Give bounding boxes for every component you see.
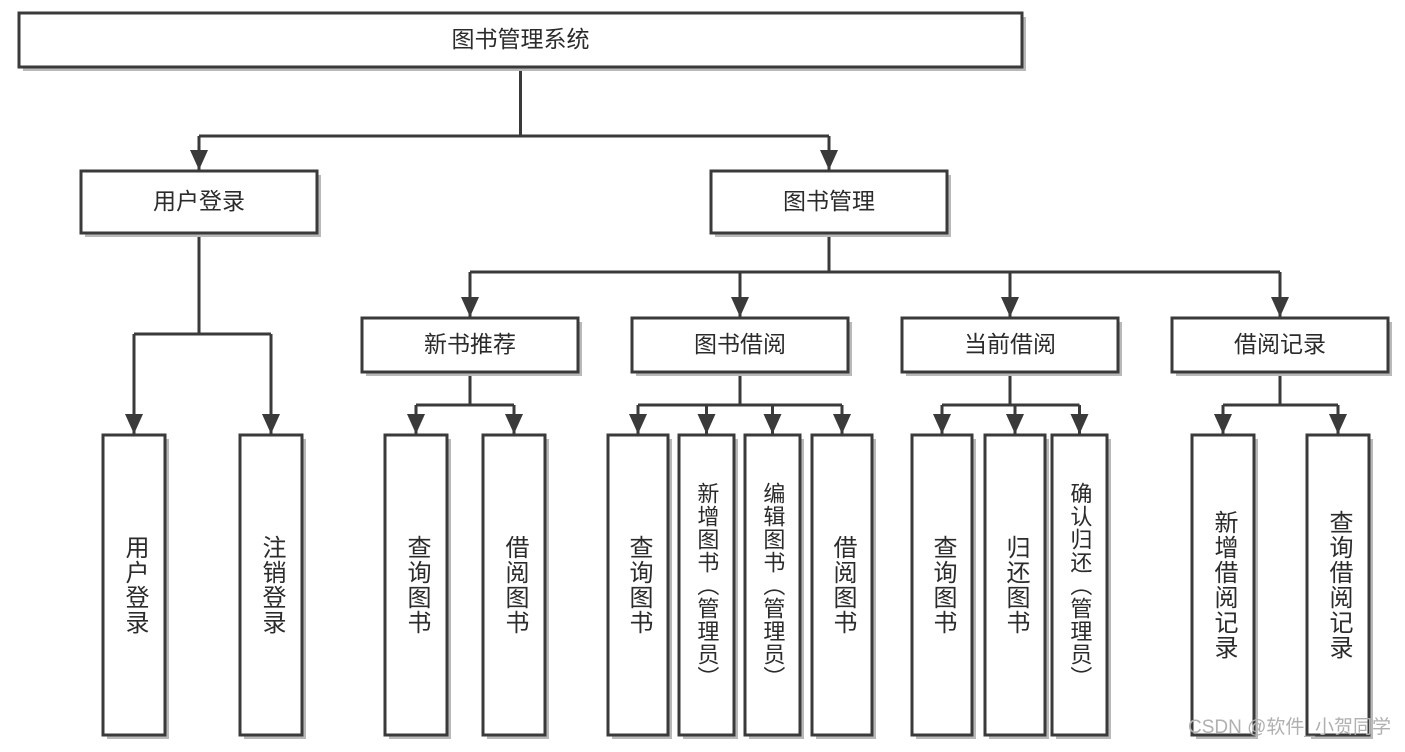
node-box-leaf-return-book[interactable] <box>983 433 1047 737</box>
connectors-layer <box>125 67 1347 434</box>
node-box-leaf-borrow-book-2[interactable] <box>810 433 874 737</box>
node-label-new-book-recommend: 新书推荐 <box>424 331 516 357</box>
node-box-new-book-recommend[interactable] <box>360 316 580 374</box>
node-box-user-login[interactable] <box>79 169 319 235</box>
node-label-book-management: 图书管理 <box>783 188 875 214</box>
node-box-leaf-borrow-book-1[interactable] <box>481 433 547 737</box>
node-box-leaf-query-record[interactable] <box>1305 433 1371 737</box>
node-box-root[interactable] <box>17 11 1024 69</box>
node-label-root: 图书管理系统 <box>452 26 590 52</box>
node-box-leaf-add-record[interactable] <box>1190 433 1256 737</box>
node-box-book-management[interactable] <box>709 169 949 235</box>
node-box-leaf-logout[interactable] <box>238 433 304 737</box>
node-box-leaf-query-book-3[interactable] <box>910 433 974 737</box>
node-box-current-borrow[interactable] <box>900 316 1120 374</box>
node-box-leaf-edit-book[interactable] <box>743 433 802 737</box>
csdn-watermark: CSDN @软件_小贺同学 <box>1188 717 1391 738</box>
node-label-user-login: 用户登录 <box>153 188 245 214</box>
node-box-leaf-user-login[interactable] <box>101 433 167 737</box>
node-box-leaf-query-book-1[interactable] <box>383 433 449 737</box>
node-label-current-borrow: 当前借阅 <box>964 331 1056 357</box>
node-label-book-borrow: 图书借阅 <box>694 331 786 357</box>
node-box-leaf-query-book-2[interactable] <box>606 433 670 737</box>
node-label-borrow-records: 借阅记录 <box>1234 331 1326 357</box>
node-box-leaf-confirm-return[interactable] <box>1050 433 1109 737</box>
boxes-layer <box>17 11 1392 739</box>
node-box-leaf-add-book[interactable] <box>677 433 736 737</box>
node-box-book-borrow[interactable] <box>630 316 850 374</box>
node-box-borrow-records[interactable] <box>1170 316 1390 374</box>
